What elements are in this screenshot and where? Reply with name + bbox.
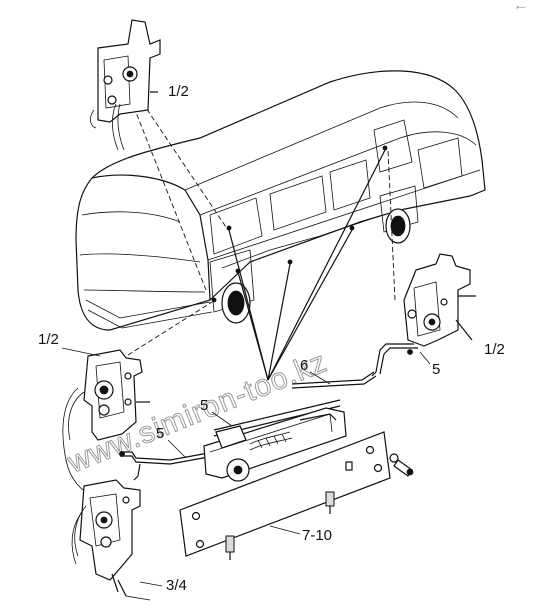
lock-left (62, 349, 150, 497)
rod-right (371, 343, 431, 377)
label-unit-top: 5 (200, 397, 208, 414)
label-rod-mid: 6 (300, 357, 308, 374)
leader-unit-left (167, 439, 187, 459)
leader-unit-top (211, 411, 233, 427)
label-bottom-lock: 3/4 (166, 577, 187, 594)
rod-6 (291, 371, 377, 389)
label-right-lock: 1/2 (484, 341, 505, 358)
bus-illustration (75, 70, 486, 331)
leader-lines (127, 91, 396, 381)
label-unit-left: 5 (156, 425, 164, 442)
label-unit-plate: 7-10 (302, 527, 332, 544)
rod-left (119, 451, 215, 481)
label-rod-right: 5 (432, 361, 440, 378)
lock-right (403, 253, 476, 347)
lock-top (90, 19, 161, 151)
label-top-lock: 1/2 (168, 83, 189, 100)
central-unit (179, 399, 414, 560)
leader-left-lock (61, 347, 101, 357)
label-left-lock: 1/2 (38, 331, 59, 348)
corner-mark: »— (516, 5, 525, 11)
leader-unit-plate (269, 525, 301, 535)
leader-bottom-lock (139, 581, 163, 587)
lock-bottom (71, 479, 151, 601)
